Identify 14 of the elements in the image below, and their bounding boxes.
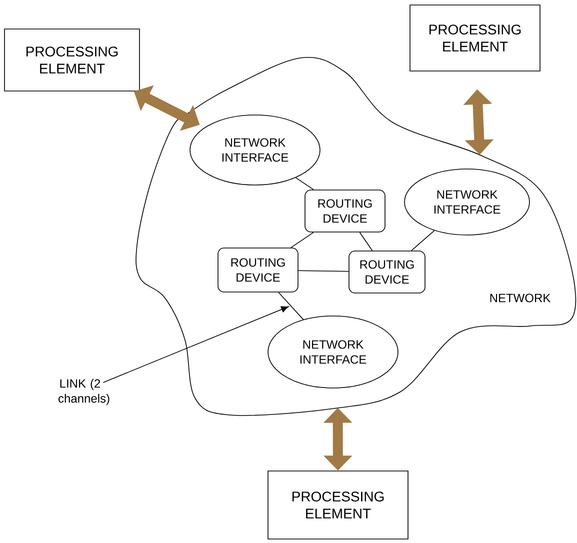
link-line bbox=[295, 177, 314, 190]
link-line bbox=[298, 270, 349, 272]
processing-element-box: PROCESSING ELEMENT bbox=[268, 470, 408, 540]
routing-device-box: ROUTING DEVICE bbox=[218, 248, 298, 292]
link-line bbox=[411, 230, 435, 251]
processing-element-box: PROCESSING ELEMENT bbox=[410, 4, 540, 72]
link-label: LINK (2 channels) bbox=[58, 378, 110, 406]
link-line bbox=[290, 232, 314, 248]
leader-arrow bbox=[102, 306, 289, 383]
routing-device-box: ROUTING DEVICE bbox=[304, 190, 386, 232]
link-line bbox=[278, 292, 304, 320]
link-line bbox=[359, 232, 373, 251]
processing-element-box: PROCESSING ELEMENT bbox=[4, 28, 140, 92]
routing-device-box: ROUTING DEVICE bbox=[348, 250, 426, 294]
